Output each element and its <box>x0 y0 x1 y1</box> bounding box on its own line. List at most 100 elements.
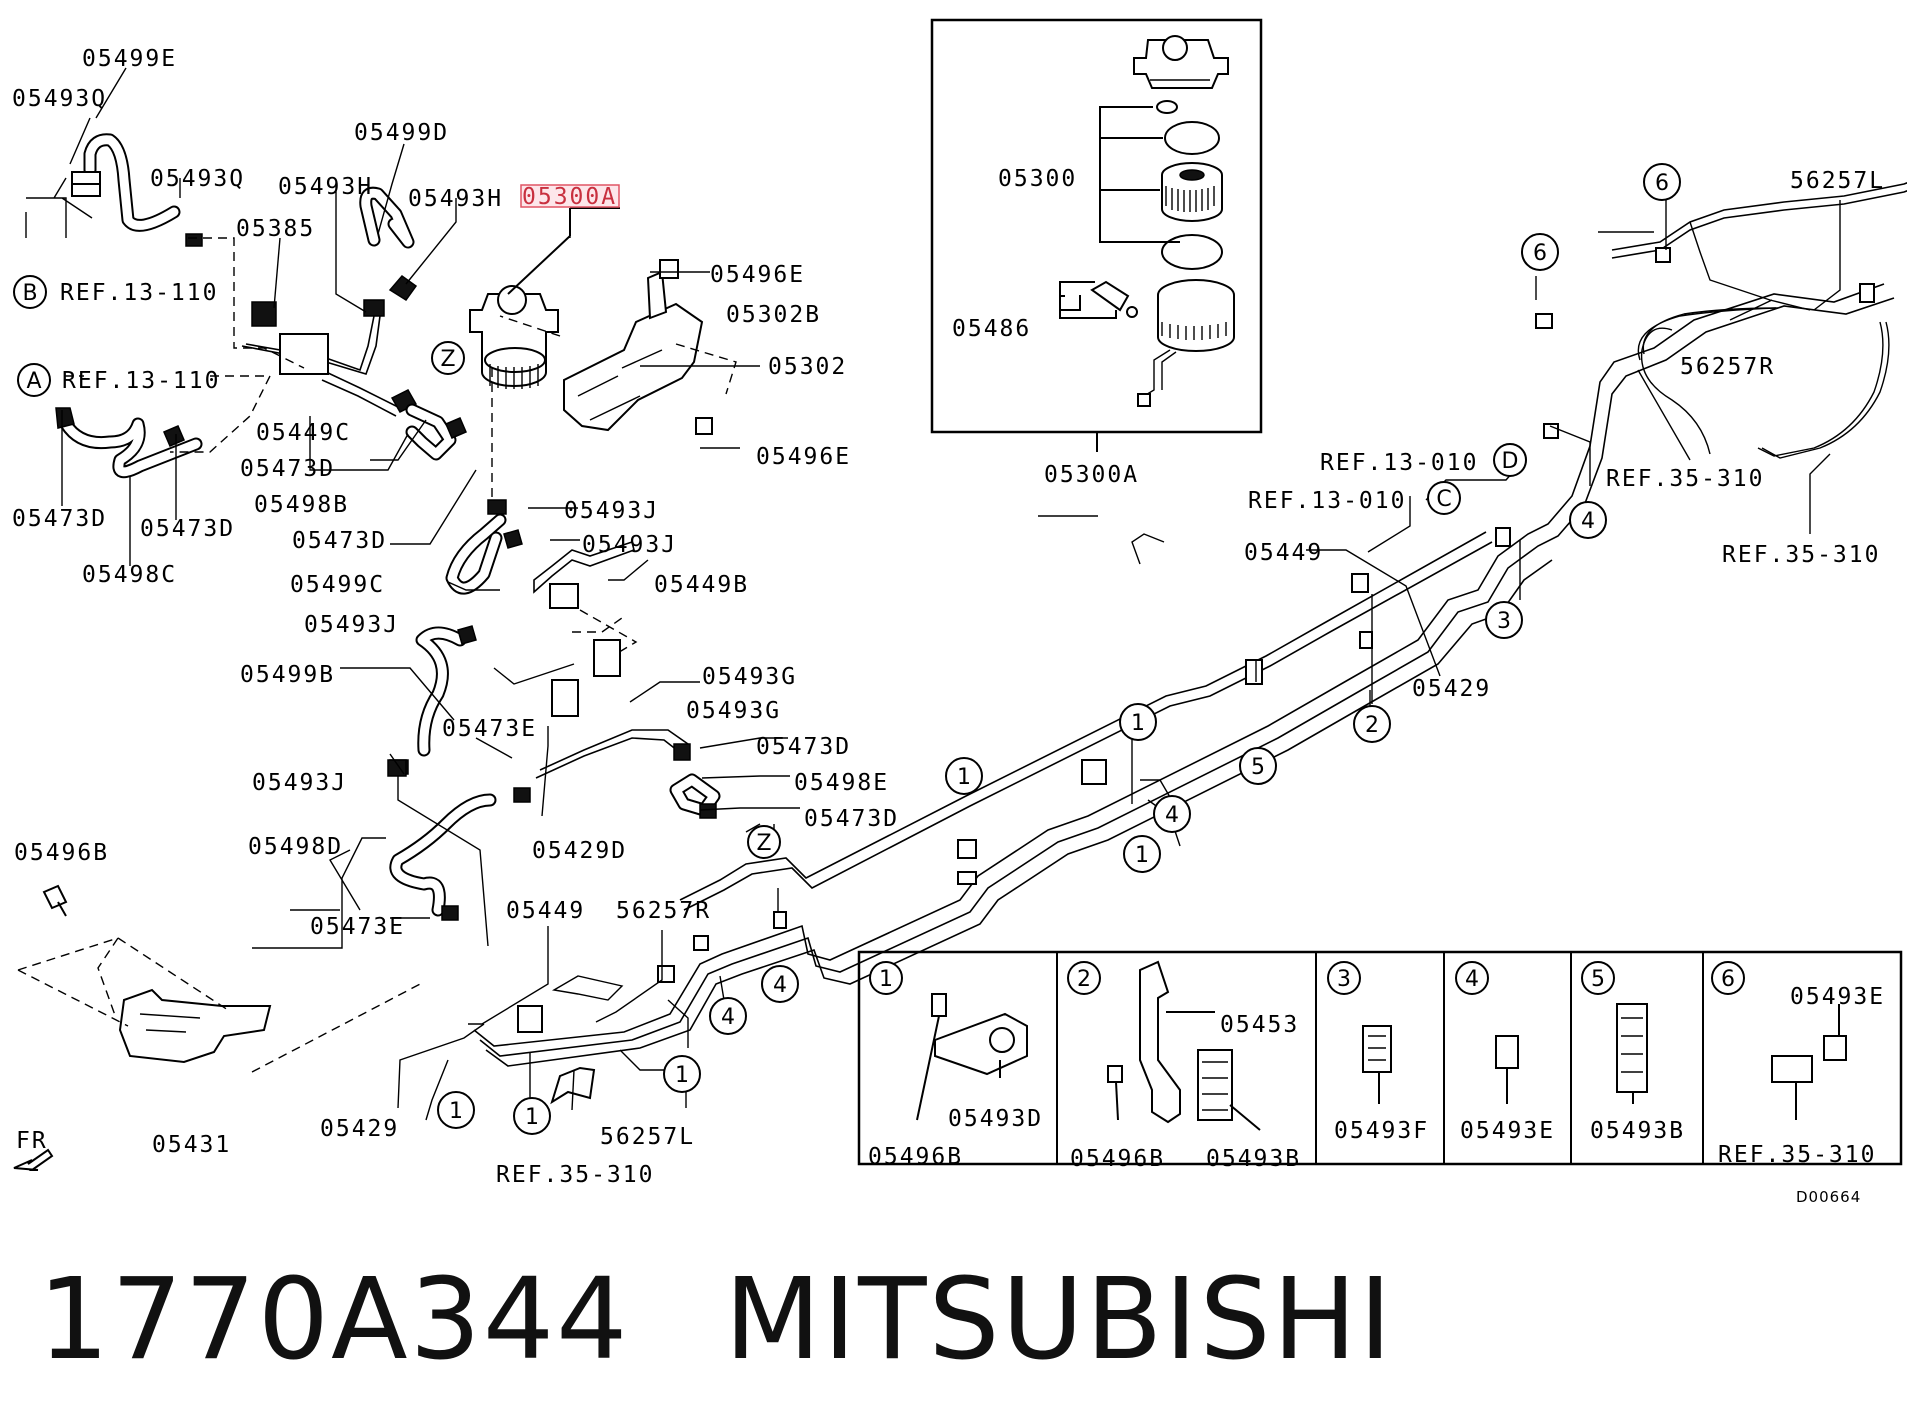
o-ring-upper <box>1164 121 1220 155</box>
number-marker-circle <box>1119 703 1157 741</box>
callout-label: 05486 <box>952 316 1031 342</box>
callout-label: 05473E <box>310 914 405 940</box>
panel5-clip <box>1616 1003 1648 1104</box>
hose-05498b <box>405 403 467 461</box>
callout-label: 56257R <box>616 898 711 924</box>
callout-label: 05493J <box>252 770 347 796</box>
callout-label: REF.35-310 <box>1718 1142 1876 1168</box>
number-marker: 1 <box>663 1055 701 1093</box>
number-marker-text: 1 <box>1131 711 1145 736</box>
number-marker: 5 <box>1239 747 1277 785</box>
callout-label: 05493B <box>1590 1118 1685 1144</box>
callout-label: 05499B <box>240 662 335 688</box>
number-marker-circle <box>1521 233 1559 271</box>
callout-label: 05385 <box>236 216 315 242</box>
letter-marker-circle <box>431 341 465 375</box>
number-marker-text: 4 <box>1581 509 1595 534</box>
panel3-clip <box>1362 1025 1392 1104</box>
callout-label: 05493H <box>408 186 503 212</box>
number-marker-text: 6 <box>1533 241 1547 266</box>
pipe-05429d <box>513 729 691 803</box>
letter-marker: Z <box>747 825 781 859</box>
panel-number: 3 <box>1327 961 1361 995</box>
filter-inset <box>930 18 1263 452</box>
callout-label: 05499D <box>354 120 449 146</box>
callout-label: 05302B <box>726 302 821 328</box>
callout-label: FR <box>16 1128 48 1154</box>
callout-label: 05449C <box>256 420 351 446</box>
number-marker-circle <box>761 965 799 1003</box>
number-marker-circle <box>663 1055 701 1093</box>
number-marker: 1 <box>437 1091 475 1129</box>
fuel-line-bundle <box>473 182 1907 1105</box>
callout-label: 05493Q <box>12 86 107 112</box>
callout-label: 05449 <box>506 898 585 924</box>
highlight-05300a <box>520 184 620 208</box>
callout-label: 05302 <box>768 354 847 380</box>
callout-label: REF.13-010 <box>1320 450 1478 476</box>
letter-marker-text: B <box>22 281 37 306</box>
number-marker-text: 6 <box>1655 171 1669 196</box>
callout-label: 05449 <box>1244 540 1323 566</box>
clips-05493g <box>551 609 638 717</box>
number-marker-circle <box>1123 835 1161 873</box>
panel-number: 6 <box>1711 961 1745 995</box>
panel-number-text: 6 <box>1721 967 1735 992</box>
callout-label: 05493E <box>1790 984 1885 1010</box>
number-marker: 4 <box>1569 501 1607 539</box>
callout-label: 05473D <box>240 456 335 482</box>
letter-marker-circle <box>13 275 47 309</box>
callout-label: 05493G <box>702 664 797 690</box>
panel-number-circle <box>1067 961 1101 995</box>
leader-05300 <box>1099 106 1180 243</box>
letter-marker-circle <box>1493 443 1527 477</box>
callout-label: 05496E <box>710 262 805 288</box>
number-marker: 1 <box>1123 835 1161 873</box>
letter-marker-circle <box>17 363 51 397</box>
panel-number-circle <box>1711 961 1745 995</box>
panel-number: 4 <box>1455 961 1489 995</box>
panel-number-text: 3 <box>1337 967 1351 992</box>
panel-number-circle <box>1327 961 1361 995</box>
callout-label: 56257L <box>600 1124 695 1150</box>
number-marker: 2 <box>1353 705 1391 743</box>
number-marker-circle <box>1353 705 1391 743</box>
callout-label: 05473D <box>12 506 107 532</box>
callout-label: 05493J <box>564 498 659 524</box>
drain-plug <box>1090 280 1138 318</box>
number-marker: 4 <box>761 965 799 1003</box>
panel-number-circle <box>869 961 903 995</box>
number-marker: 6 <box>1643 163 1681 201</box>
callout-label: REF.13-110 <box>60 280 218 306</box>
number-marker-text: 4 <box>1165 803 1179 828</box>
letter-marker-text: A <box>26 369 41 394</box>
number-marker-text: 1 <box>675 1063 689 1088</box>
callout-label: 05493Q <box>150 166 245 192</box>
callout-label: 05496E <box>756 444 851 470</box>
callout-label: 05429 <box>1412 676 1491 702</box>
letter-marker-text: Z <box>440 347 455 372</box>
callout-label: 05300 <box>998 166 1077 192</box>
callout-label: 56257R <box>1680 354 1775 380</box>
callout-label: 05496B <box>14 840 109 866</box>
callout-label: 05498B <box>254 492 349 518</box>
number-marker-circle <box>1485 601 1523 639</box>
letter-marker-circle <box>747 825 781 859</box>
letter-marker: C <box>1427 481 1461 515</box>
callout-label: 05429 <box>320 1116 399 1142</box>
number-marker-text: 2 <box>1365 713 1379 738</box>
callout-label: 05498E <box>794 770 889 796</box>
callout-label: 05429D <box>532 838 627 864</box>
hose-05499c <box>445 499 523 595</box>
callout-label: 05493D <box>948 1106 1043 1132</box>
callout-label: 05300A <box>1044 462 1139 488</box>
letter-marker: D <box>1493 443 1527 477</box>
callout-label: 05473E <box>442 716 537 742</box>
number-marker-text: 1 <box>449 1099 463 1124</box>
panel4-clip <box>1495 1035 1519 1104</box>
number-marker-circle <box>513 1097 551 1135</box>
